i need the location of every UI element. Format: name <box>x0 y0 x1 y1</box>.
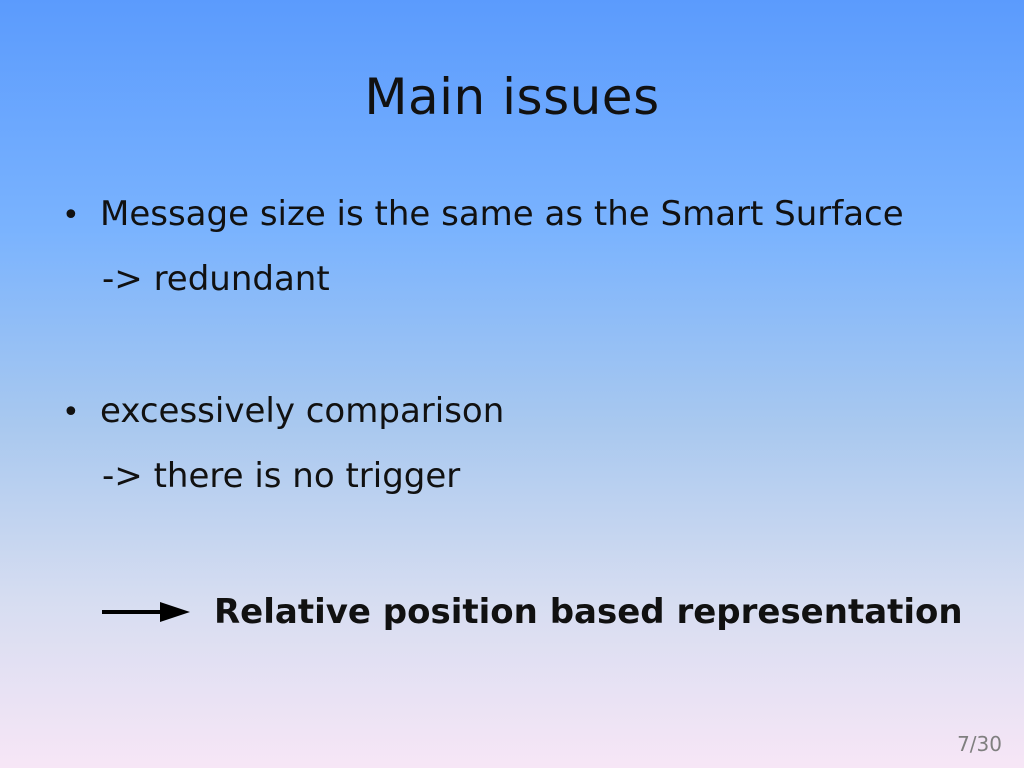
bullet-item: • Message size is the same as the Smart S… <box>62 192 904 238</box>
conclusion: Relative position based representation <box>100 588 963 636</box>
bullet-icon: • <box>62 395 80 430</box>
bullet-subtext: -> redundant <box>102 259 330 299</box>
bullet-text: excessively comparison <box>100 391 505 431</box>
bullet-item: • excessively comparison <box>62 389 504 435</box>
right-arrow-icon <box>102 602 190 622</box>
bullet-icon: • <box>62 198 80 233</box>
bullet-text: Message size is the same as the Smart Su… <box>100 194 904 234</box>
page-number: 7/30 <box>957 732 1002 756</box>
slide-title: Main issues <box>364 68 660 126</box>
bullet-subtext: -> there is no trigger <box>102 456 461 496</box>
conclusion-text: Relative position based representation <box>214 592 963 632</box>
